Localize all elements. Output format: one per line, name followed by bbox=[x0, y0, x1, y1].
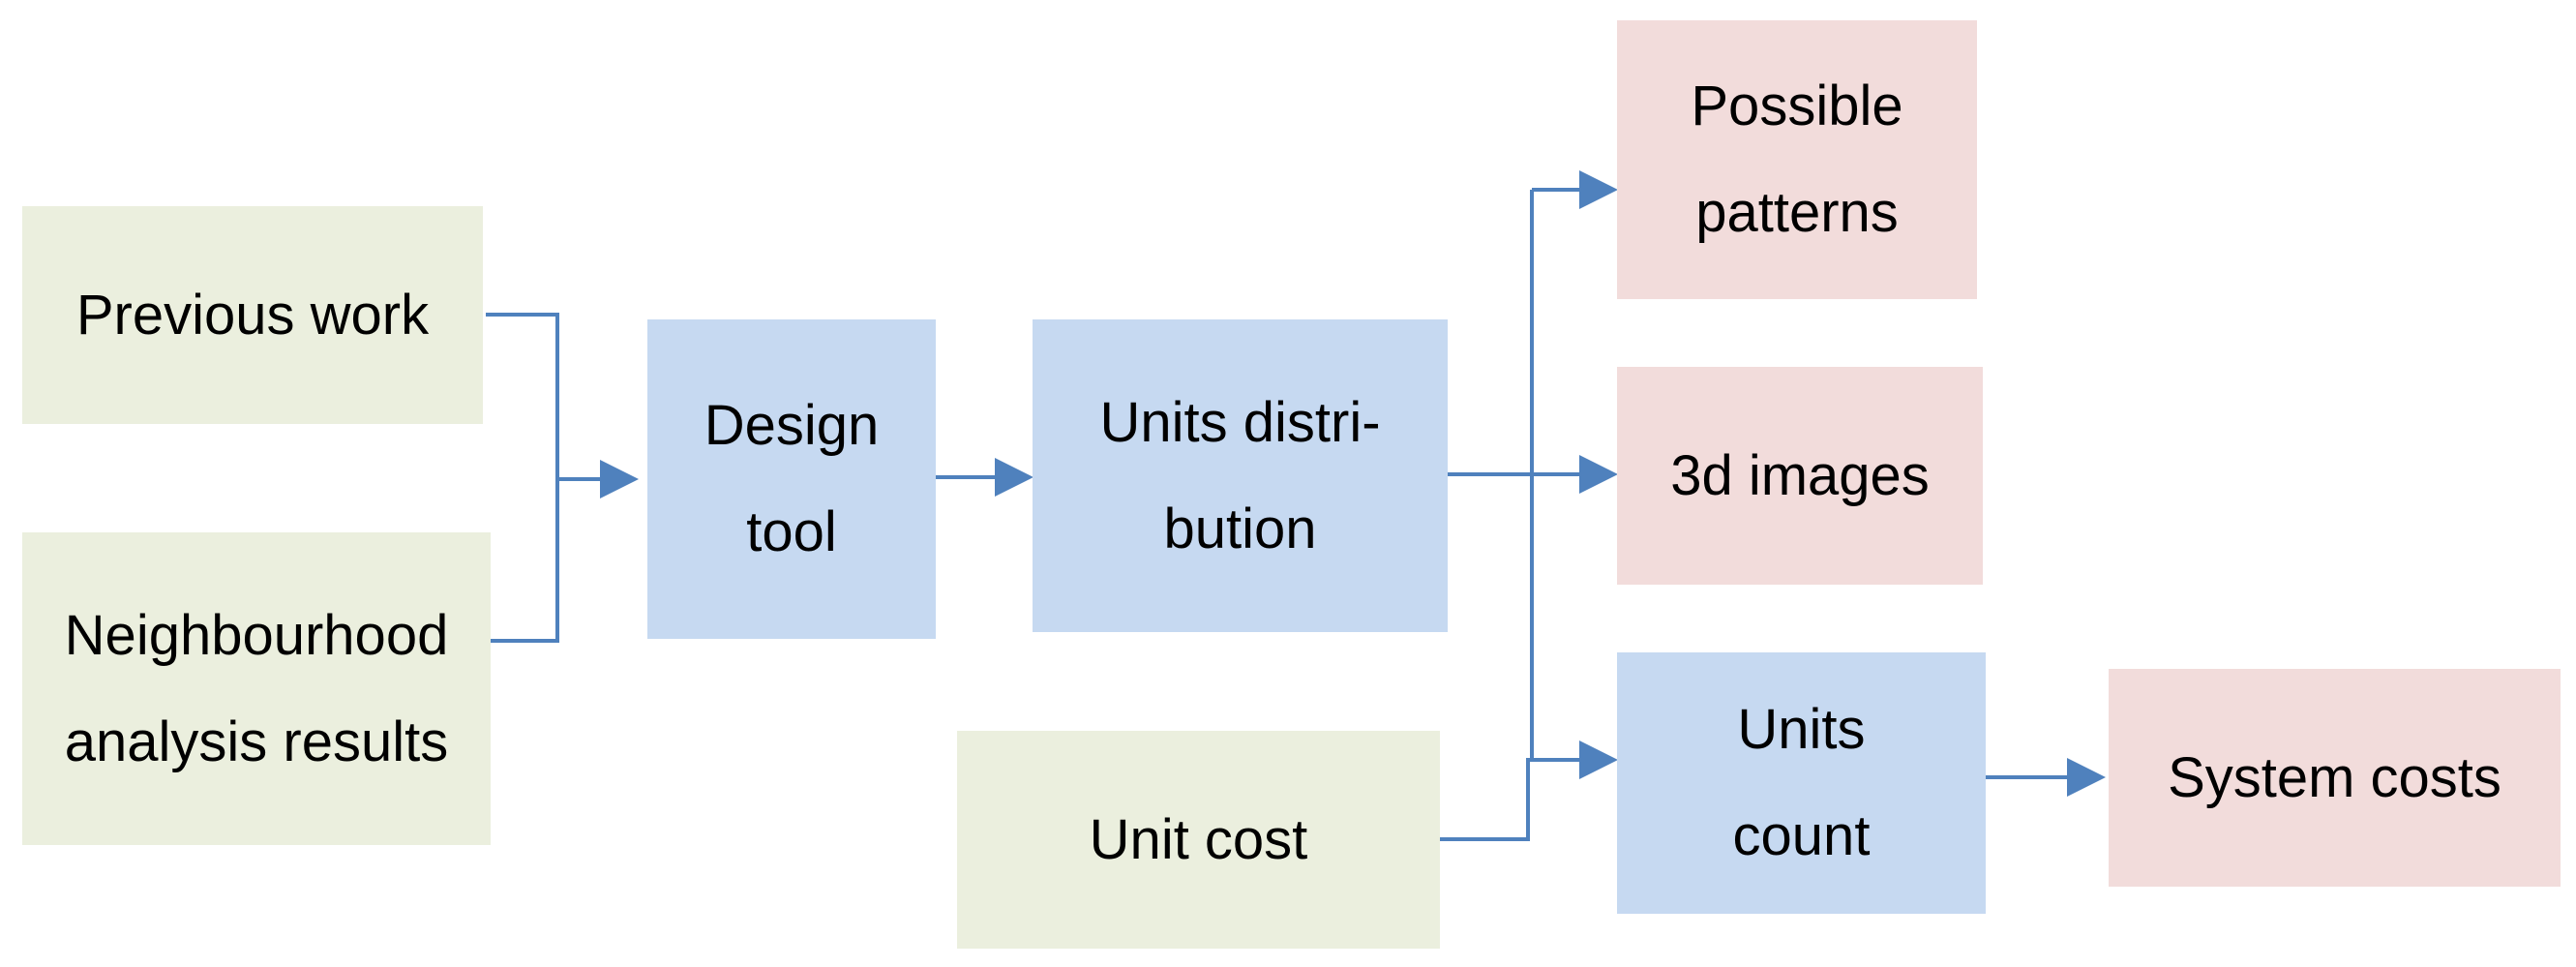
node-3d-images-label: 3d images bbox=[1670, 443, 1930, 507]
node-neighbourhood-analysis-label: Neighbourhood analysis results bbox=[64, 603, 449, 773]
node-units-count: Units count bbox=[1617, 652, 1986, 914]
node-previous-work: Previous work bbox=[22, 206, 483, 424]
arrowhead-3d-images bbox=[1579, 455, 1618, 494]
connector-previous-work-to-design-tool bbox=[486, 313, 559, 479]
node-unit-cost-label: Unit cost bbox=[1089, 807, 1308, 871]
node-design-tool-label: Design tool bbox=[704, 394, 880, 563]
node-units-count-label: Units count bbox=[1732, 698, 1871, 867]
node-unit-cost: Unit cost bbox=[957, 731, 1440, 949]
node-design-tool: Design tool bbox=[647, 319, 936, 639]
arrowhead-possible-patterns bbox=[1579, 170, 1618, 209]
node-system-costs-label: System costs bbox=[2168, 745, 2501, 809]
node-units-distribution-label: Units distri- bution bbox=[1099, 390, 1381, 560]
node-system-costs: System costs bbox=[2109, 669, 2561, 887]
arrowhead-units-distribution bbox=[995, 458, 1033, 497]
arrowhead-units-count bbox=[1579, 740, 1618, 779]
node-units-distribution: Units distri- bution bbox=[1033, 319, 1448, 632]
node-possible-patterns-label: Possible patterns bbox=[1691, 75, 1903, 244]
node-neighbourhood-analysis: Neighbourhood analysis results bbox=[22, 532, 491, 845]
connector-neighbourhood-to-design-tool bbox=[491, 479, 559, 643]
node-3d-images: 3d images bbox=[1617, 367, 1983, 585]
connector-unit-cost-to-units-count bbox=[1440, 758, 1582, 841]
arrowhead-design-tool bbox=[600, 460, 639, 499]
arrowhead-system-costs bbox=[2067, 758, 2106, 797]
node-possible-patterns: Possible patterns bbox=[1617, 20, 1977, 299]
node-previous-work-label: Previous work bbox=[75, 283, 430, 347]
